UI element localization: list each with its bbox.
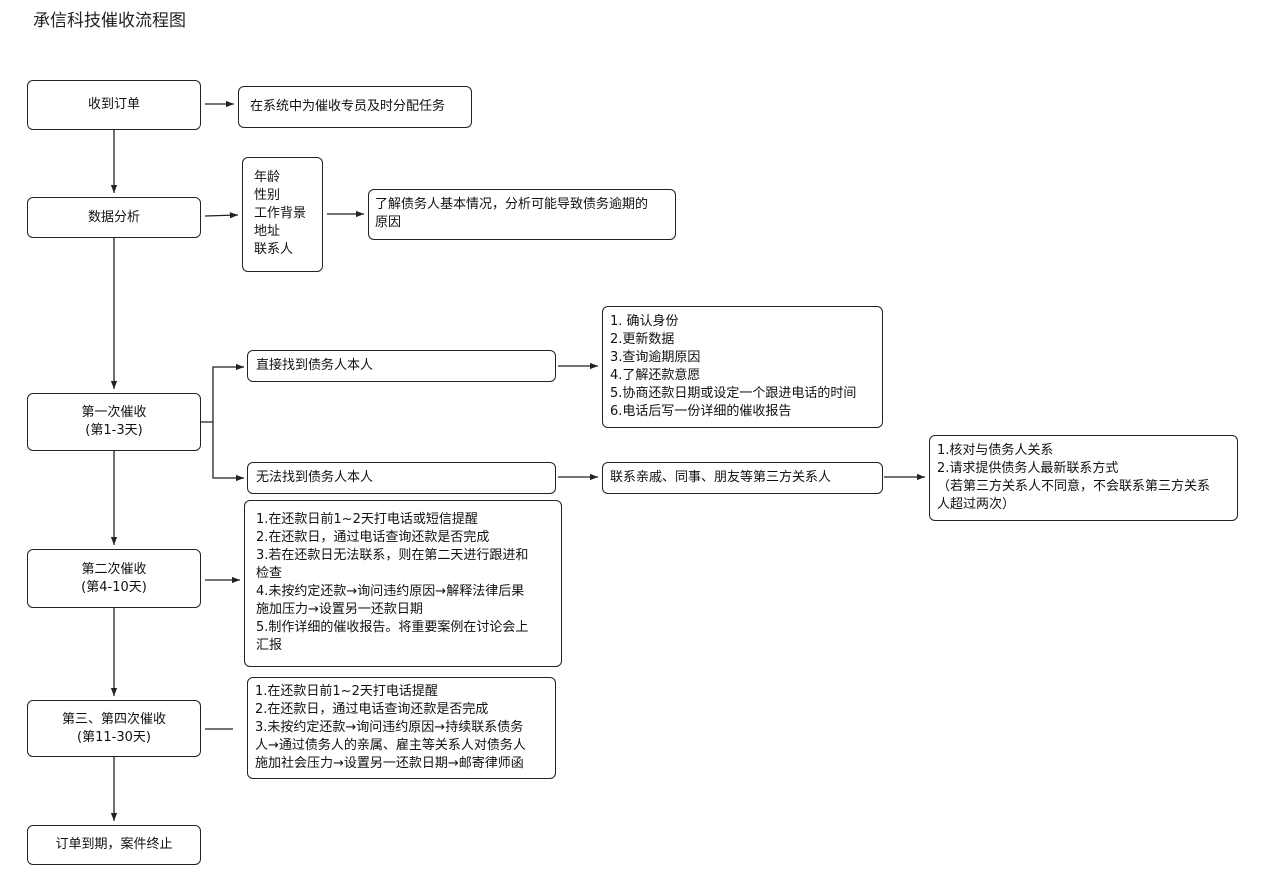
second-collection-steps-node: 1.在还款日前1~2天打电话或短信提醒 2.在还款日，通过电话查询还款是否完成 … — [244, 500, 562, 667]
third-fourth-step-3-line-2: 人→通过债务人的亲属、雇主等关系人对债务人 — [255, 738, 526, 753]
second-collection-period: (第4-10天) — [81, 579, 147, 595]
first-collection-period: (第1-3天) — [85, 423, 143, 438]
found-step-5: 5.协商还款日期或设定一个跟进电话的时间 — [610, 386, 857, 401]
branch-first-collection — [201, 366, 243, 479]
receive-order-node: 收到订单 — [27, 80, 201, 130]
understand-debtor-line-2: 原因 — [375, 215, 402, 230]
second-step-3-line-2: 检查 — [256, 566, 283, 581]
found-step-3: 3.查询逾期原因 — [610, 350, 701, 365]
third-party-steps-node: 1.核对与债务人关系 2.请求提供债务人最新联系方式 （若第三方关系人不同意，不… — [929, 435, 1238, 521]
third-fourth-steps-node: 1.在还款日前1~2天打电话提醒 2.在还款日，通过电话查询还款是否完成 3.未… — [247, 677, 556, 779]
third-fourth-step-3-line-1: 3.未按约定还款→询问违约原因→持续联系债务 — [255, 720, 524, 735]
profile-field-work-background: 工作背景 — [254, 206, 307, 221]
found-step-6: 6.电话后写一份详细的催收报告 — [610, 404, 792, 419]
second-step-5-line-1: 5.制作详细的催收报告。将重要案例在讨论会上 — [256, 620, 529, 635]
third-fourth-collection-node: 第三、第四次催收 (第11-30天) — [27, 700, 201, 757]
understand-debtor-line-1: 了解债务人基本情况，分析可能导致债务逾期的 — [375, 197, 649, 212]
found-step-1: 1. 确认身份 — [610, 314, 679, 329]
second-step-5-line-2: 汇报 — [256, 638, 283, 653]
second-collection-node: 第二次催收 (第4-10天) — [27, 549, 201, 608]
third-party-step-2: 2.请求提供债务人最新联系方式 — [937, 461, 1119, 476]
data-analysis-node: 数据分析 — [27, 197, 201, 238]
assign-task-node: 在系统中为催收专员及时分配任务 — [238, 86, 472, 128]
third-party-note-line-2: 人超过两次） — [937, 497, 1016, 512]
not-found-debtor-label: 无法找到债务人本人 — [256, 470, 374, 485]
third-party-step-1: 1.核对与债务人关系 — [937, 443, 1054, 458]
data-analysis-label: 数据分析 — [87, 209, 140, 225]
found-step-4: 4.了解还款意愿 — [610, 368, 701, 383]
second-step-3-line-1: 3.若在还款日无法联系，则在第二天进行跟进和 — [256, 548, 529, 563]
receive-order-label: 收到订单 — [87, 97, 140, 112]
second-step-2: 2.在还款日，通过电话查询还款是否完成 — [256, 530, 490, 545]
first-collection-node: 第一次催收 (第1-3天) — [27, 393, 201, 451]
profile-field-age: 年龄 — [254, 170, 281, 185]
third-fourth-collection-period: (第11-30天) — [77, 729, 151, 745]
assign-task-label: 在系统中为催收专员及时分配任务 — [250, 99, 446, 114]
second-step-1: 1.在还款日前1~2天打电话或短信提醒 — [256, 512, 478, 527]
third-party-note-line-1: （若第三方关系人不同意，不会联系第三方关系 — [937, 479, 1211, 494]
second-step-4-line-2: 施加压力→设置另一还款日期 — [256, 602, 423, 617]
found-debtor-label: 直接找到债务人本人 — [256, 358, 374, 373]
found-debtor-steps-node: 1. 确认身份 2.更新数据 3.查询逾期原因 4.了解还款意愿 5.协商还款日… — [602, 306, 883, 428]
profile-field-gender: 性别 — [254, 188, 281, 203]
found-step-2: 2.更新数据 — [610, 332, 675, 347]
not-found-debtor-node: 无法找到债务人本人 — [247, 462, 556, 494]
understand-debtor-node: 了解债务人基本情况，分析可能导致债务逾期的 原因 — [368, 189, 676, 240]
contact-third-party-label: 联系亲戚、同事、朋友等第三方关系人 — [610, 470, 832, 485]
order-end-node: 订单到期，案件终止 — [27, 825, 201, 865]
second-collection-label: 第二次催收 — [81, 561, 147, 577]
page-title: 承信科技催收流程图 — [33, 11, 186, 31]
profile-fields-node: 年龄 性别 工作背景 地址 联系人 — [242, 157, 323, 272]
found-debtor-node: 直接找到债务人本人 — [247, 350, 556, 382]
third-fourth-step-2: 2.在还款日，通过电话查询还款是否完成 — [255, 702, 489, 717]
contact-third-party-node: 联系亲戚、同事、朋友等第三方关系人 — [602, 462, 883, 494]
profile-field-address: 地址 — [254, 224, 281, 239]
arrow-analysis-to-fields — [204, 212, 239, 219]
third-fourth-step-3-line-3: 施加社会压力→设置另一还款日期→邮寄律师函 — [255, 756, 524, 771]
third-fourth-step-1: 1.在还款日前1~2天打电话提醒 — [255, 684, 438, 699]
order-end-label: 订单到期，案件终止 — [55, 837, 173, 852]
second-step-4-line-1: 4.未按约定还款→询问违约原因→解释法律后果 — [256, 584, 525, 599]
third-fourth-collection-label: 第三、第四次催收 — [61, 711, 166, 727]
first-collection-label: 第一次催收 — [81, 405, 147, 420]
profile-field-contact: 联系人 — [254, 242, 294, 257]
